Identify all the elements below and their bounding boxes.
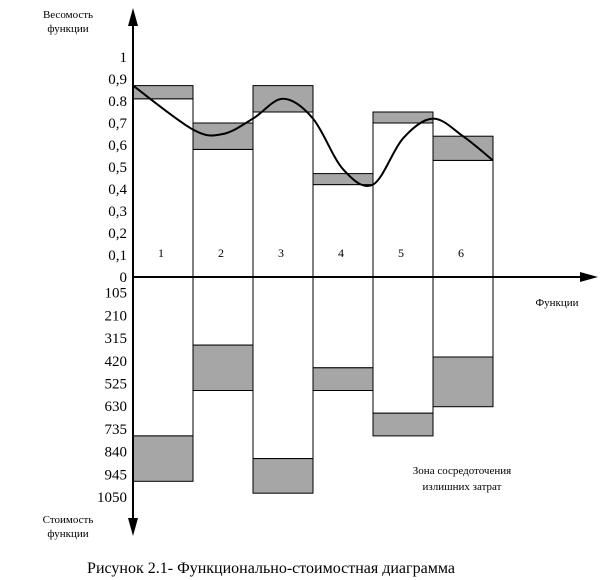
weight-excess-4 (312, 173, 374, 186)
vertical-axis-arrow-down (128, 518, 138, 536)
cost-excess-1 (132, 435, 194, 482)
cost-bar-1 (132, 276, 194, 437)
weight-tick-label: 1 (120, 50, 128, 66)
weight-excess-5 (372, 111, 434, 124)
weight-tick-label: 0,7 (108, 116, 127, 132)
weight-axis-title-line1: Весомость (43, 9, 93, 21)
cost-excess-2 (192, 344, 254, 392)
annotation-line2: излишних затрат (423, 481, 502, 493)
function-label-5: 5 (398, 246, 404, 260)
cost-tick-label: 1050 (97, 490, 127, 506)
cost-bar-2 (192, 276, 254, 346)
weight-tick-label: 0,2 (108, 226, 127, 242)
cost-tick-label: 315 (105, 331, 128, 347)
cost-excess-6 (432, 356, 494, 408)
cost-tick-label: 525 (105, 377, 128, 393)
weight-tick-label: 0 (120, 270, 128, 286)
cost-tick-label: 840 (105, 445, 128, 461)
cost-bar-6 (432, 276, 494, 358)
cost-tick-label: 105 (105, 286, 128, 302)
cost-excess-4 (312, 367, 374, 391)
weight-tick-label: 0.8 (108, 94, 127, 110)
cost-tick-label: 945 (105, 467, 128, 483)
weight-excess-2 (192, 122, 254, 150)
function-label-1: 1 (158, 246, 164, 260)
annotation-line1: Зона сосредоточения (413, 465, 511, 477)
cost-excess-3 (252, 458, 314, 494)
cost-bar-3 (252, 276, 314, 460)
cost-axis-title-line2: функции (47, 528, 88, 540)
weight-tick-label: 0,6 (108, 138, 127, 154)
weight-excess-6 (432, 135, 494, 161)
cost-excess-5 (372, 412, 434, 437)
function-label-4: 4 (338, 246, 344, 260)
weight-axis-title-line2: функции (47, 23, 88, 35)
cost-tick-label: 420 (105, 354, 128, 370)
horizontal-axis-arrow (580, 272, 598, 282)
weight-bar-4 (312, 184, 374, 278)
cost-tick-label: 735 (105, 422, 128, 438)
weight-curve (132, 84, 494, 187)
weight-tick-label: 0,1 (108, 248, 127, 264)
weight-tick-label: 0,3 (108, 204, 127, 220)
weight-tick-label: 0,9 (108, 72, 127, 88)
function-label-3: 3 (278, 246, 284, 260)
weight-tick-label: 0,4 (108, 182, 127, 198)
cost-tick-label: 630 (105, 399, 128, 415)
weight-bar-1 (132, 98, 194, 278)
cost-axis-title-line1: Стоимость (43, 514, 94, 526)
function-label-2: 2 (218, 246, 224, 260)
weight-bar-3 (252, 111, 314, 278)
vertical-axis-arrow-up (128, 8, 138, 26)
x-axis-title: Функции (535, 297, 578, 309)
figure-caption: Рисунок 2.1- Функционально-стоимостная д… (87, 560, 455, 577)
cost-bar-5 (372, 276, 434, 414)
cost-bar-4 (312, 276, 374, 369)
function-label-6: 6 (458, 246, 464, 260)
cost-tick-label: 210 (105, 308, 128, 324)
weight-tick-label: 0,5 (108, 160, 127, 176)
